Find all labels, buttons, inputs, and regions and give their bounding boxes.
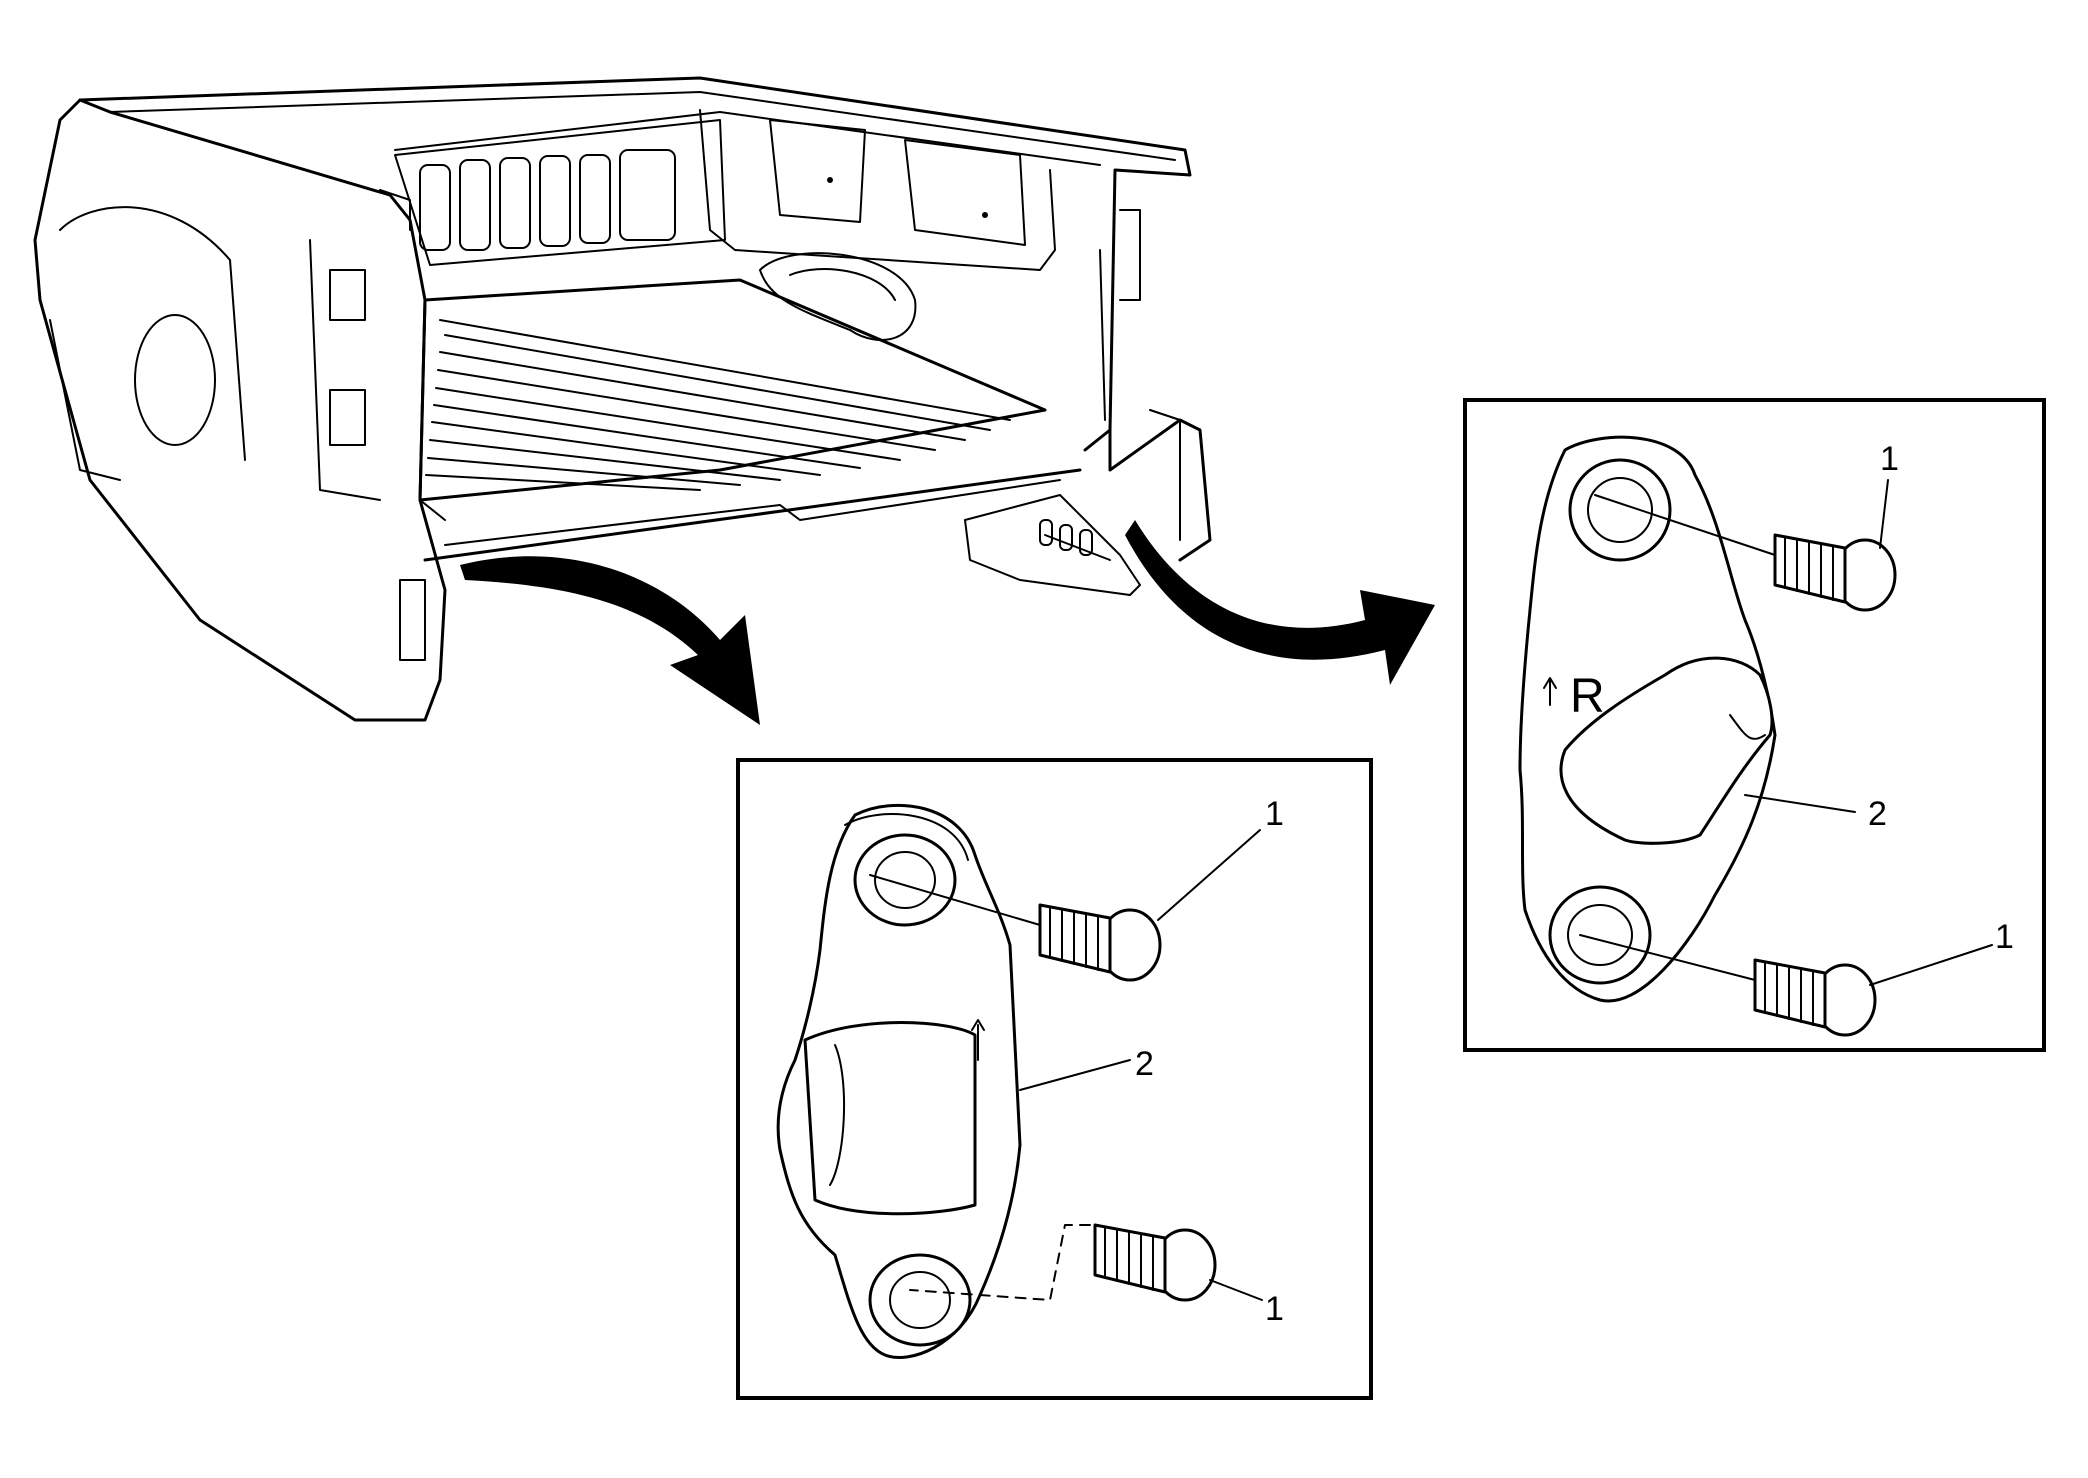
truck-bed-illustration <box>33 76 1212 722</box>
detail-box-right: R 1 2 1 <box>1463 398 2046 1052</box>
bracket-right: R <box>1518 435 1777 1003</box>
callout-left-fastener-top: 1 <box>1265 795 1284 833</box>
callout-right-fastener-bottom: 1 <box>1995 918 2014 956</box>
callout-right-fastener-top: 1 <box>1880 440 1899 478</box>
arrow-to-left-detail <box>460 556 760 725</box>
fastener-left-top <box>869 874 1162 982</box>
arrow-to-right-detail <box>1125 520 1435 685</box>
fastener-right-top <box>1594 494 1897 612</box>
callout-left-fastener-bottom: 1 <box>1265 1290 1284 1328</box>
callout-right-bracket: 2 <box>1868 795 1887 833</box>
bed-floor-ribs <box>425 319 1011 491</box>
bracket-right-marking: R <box>1570 670 1605 723</box>
fastener-left-bottom <box>909 1223 1217 1302</box>
fastener-right-bottom <box>1579 934 1877 1037</box>
bracket-left <box>776 803 1022 1359</box>
callout-left-bracket: 2 <box>1135 1045 1154 1083</box>
detail-box-left: 1 2 1 <box>736 758 1373 1400</box>
